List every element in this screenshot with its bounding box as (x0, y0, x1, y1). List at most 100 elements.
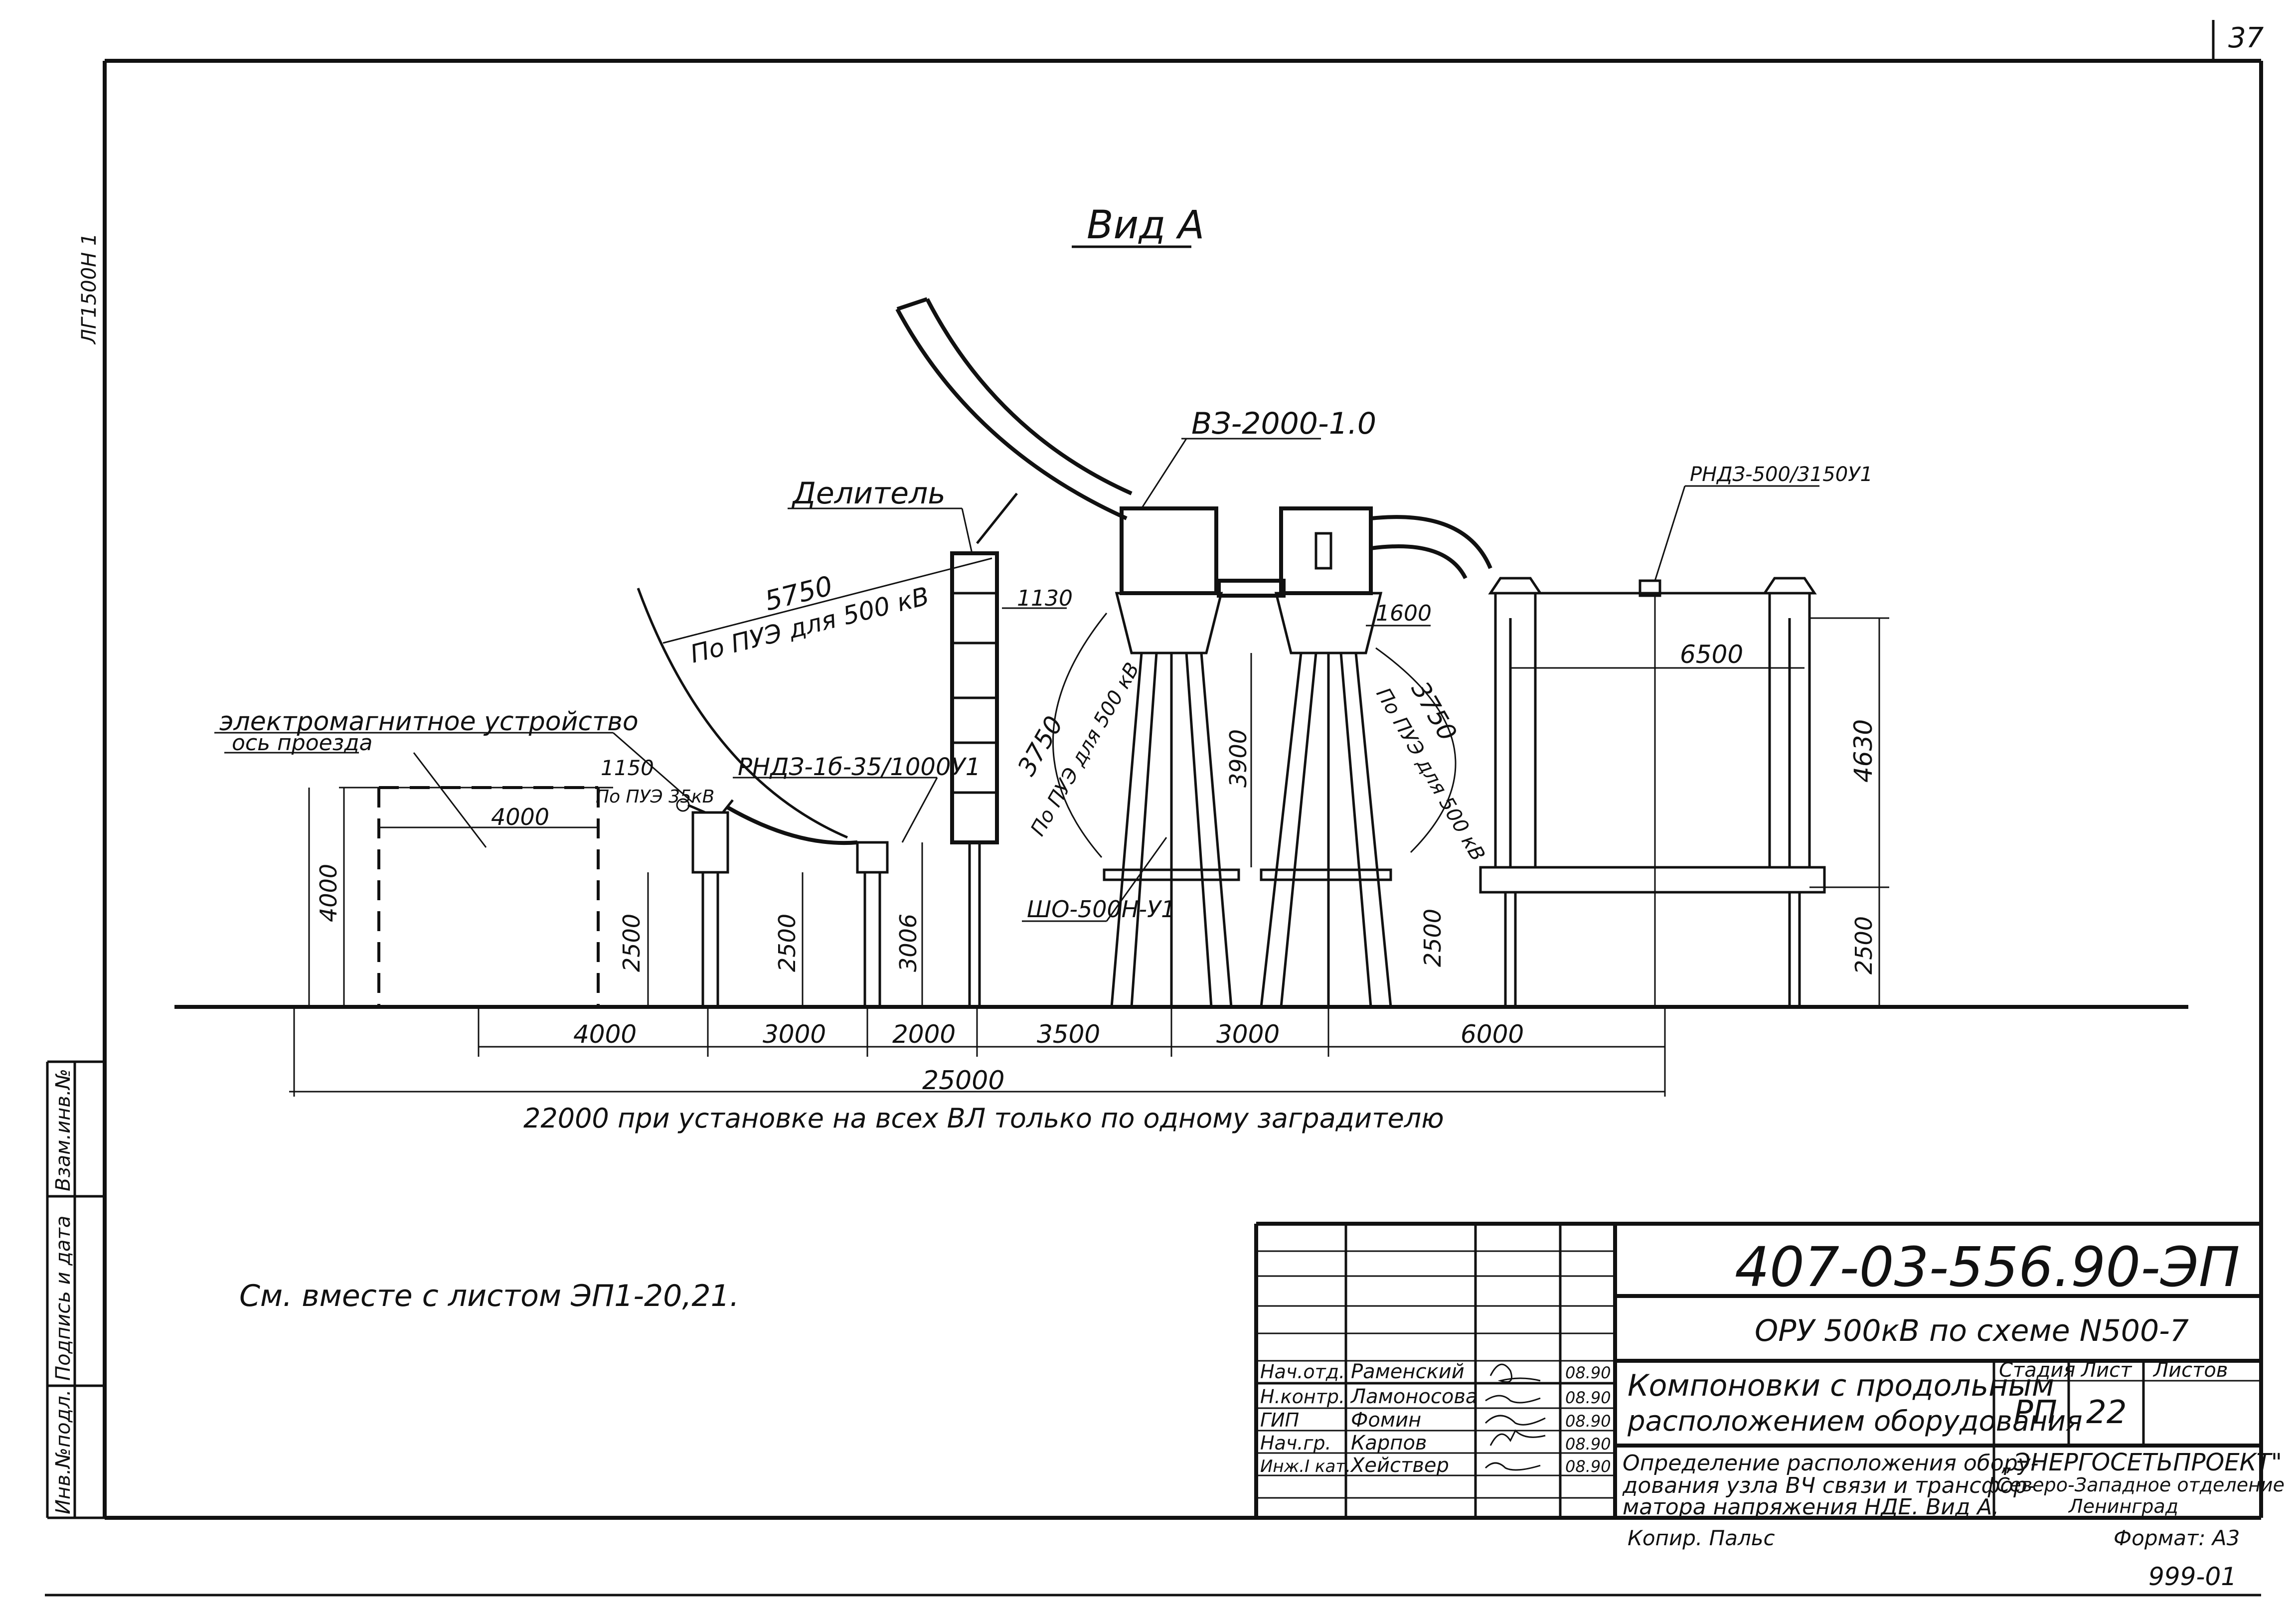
dim-total-note: 22000 при установке на всех ВЛ только по… (523, 1103, 1444, 1134)
shunt-leader (1106, 837, 1167, 922)
disconnector-500-leader (1654, 486, 1686, 581)
page-number: 37 (2228, 22, 2264, 54)
clearance-radius-5750 (662, 557, 992, 644)
divider-leader (961, 508, 973, 554)
incoming-line-outer (895, 308, 1128, 520)
top-left-mark: ЛГ1500Н 1 (78, 233, 101, 345)
dim-bottom-2000: 2000 (892, 1020, 956, 1049)
stamp-cell-signature: Подпись и дата (52, 1216, 75, 1381)
doc-code: 407-03-556.90-ЭП (1735, 1235, 2240, 1299)
cross-reference-note: См. вместе с листом ЭП1-20,21. (239, 1279, 739, 1313)
signer-role-3: ГИП (1260, 1409, 1299, 1431)
dim-total: 25000 (922, 1066, 1004, 1096)
signer-date-1: 08.90 (1565, 1363, 1611, 1382)
signer-date-3: 08.90 (1565, 1412, 1611, 1431)
copied-by: Копир. Пальс (1628, 1526, 1775, 1550)
em-device-label: электромагнитное устройство (219, 707, 639, 737)
signer-name-3: Фомин (1351, 1409, 1421, 1432)
wire-trap-to-cvt-2 (1370, 544, 1468, 579)
dim-4000-h: 4000 (491, 804, 549, 830)
road-axis-label: ось проезда (232, 730, 373, 756)
dim-2500-a: 2500 (618, 914, 645, 972)
signer-name-2: Ламоносова (1350, 1385, 1477, 1408)
stage-header: Стадия (1999, 1359, 2075, 1382)
disconnector-35-leader (901, 777, 938, 843)
dim-3900: 3900 (1225, 729, 1252, 788)
em-device (676, 798, 734, 1008)
signer-date-4: 08.90 (1565, 1435, 1611, 1454)
handwritten-signatures (1484, 1363, 1546, 1471)
sheet-title-line2: дования узла ВЧ связи и трансфор- (1622, 1473, 2035, 1498)
hf-trap-2 (1260, 506, 1392, 1007)
shunt-label: ШО-500Н-У1 (1027, 896, 1175, 923)
title-block-grid (1254, 1222, 2261, 1518)
format-label: Формат: А3 (2114, 1526, 2240, 1550)
pue-35-label: По ПУЭ 35кВ (596, 787, 714, 807)
org-line1: „ЭНЕРГОСЕТЬПРОЕКТ" (2001, 1449, 2282, 1476)
switch-vz-leader (1141, 438, 1187, 509)
trap-connector (1217, 579, 1286, 598)
clearance-arc-right (1375, 647, 1457, 853)
switch-vz-label: ВЗ-2000-1.0 (1191, 406, 1376, 441)
connection-wire-left (727, 806, 858, 845)
signer-role-1: Нач.отд. (1260, 1361, 1345, 1383)
signer-date-2: 08.90 (1565, 1388, 1611, 1407)
side-stamp (46, 1060, 105, 1519)
clearance-arc-500 (637, 588, 848, 839)
dim-6500: 6500 (1680, 640, 1743, 669)
signer-name-1: Раменский (1351, 1360, 1465, 1383)
road-axis-leader (413, 752, 487, 848)
bottom-code: 999-01 (2148, 1562, 2237, 1591)
dim-2500-c: 2500 (1419, 909, 1446, 967)
drawing-name-line1: Компоновки с продольным (1628, 1368, 2054, 1403)
incoming-line-inner (925, 298, 1133, 495)
signer-role-2: Н.контр. (1260, 1386, 1345, 1408)
road-axis (339, 786, 613, 1007)
view-title: Вид А (1087, 203, 1204, 248)
project-title: ОРУ 500кВ по схеме N500-7 (1755, 1313, 2189, 1348)
disconnector-35-label: РНДЗ-1б-35/1000У1 (738, 753, 981, 781)
disconnector-500kv (1479, 577, 1826, 1008)
sheet-title-line1: Определение расположения обору- (1623, 1451, 2039, 1476)
sheet-title-line3: матора напряжения НДЕ. Вид А. (1623, 1494, 1999, 1520)
dim-1130: 1130 (1017, 586, 1073, 611)
signer-name-5: Хействер (1350, 1454, 1449, 1477)
sheet-value: 22 (2086, 1394, 2127, 1431)
signer-date-5: 08.90 (1565, 1457, 1611, 1476)
org-line3: Ленинград (2068, 1495, 2178, 1517)
clearance-arc-left (1052, 613, 1108, 858)
divider-riser (976, 492, 1018, 544)
signer-name-4: Карпов (1351, 1432, 1427, 1455)
disconnector-35kv (856, 841, 889, 1008)
dim-3006: 3006 (895, 914, 922, 972)
sheet-frame (45, 20, 2263, 1597)
divider-label: Делитель (791, 476, 946, 511)
dim-4630: 4630 (1849, 719, 1878, 783)
divider-column (950, 551, 999, 1008)
dim-1600: 1600 (1376, 601, 1432, 626)
stamp-cell-inventory: Инв.№подл. (52, 1389, 75, 1514)
drawing-name-line2: расположением оборудования (1627, 1405, 2083, 1438)
em-device-leader (613, 732, 693, 804)
hf-trap-1 (1103, 506, 1240, 1007)
dim-2500-b: 2500 (774, 914, 801, 972)
org-line2: Северо-Западное отделение (1996, 1474, 2285, 1496)
dim-2500-d: 2500 (1850, 916, 1877, 974)
signer-role-5: Инж.I кат. (1260, 1457, 1351, 1476)
dim-4000-v: 4000 (315, 864, 342, 922)
dim-bottom-4000: 4000 (573, 1020, 637, 1049)
sheet-header: Лист (2080, 1359, 2132, 1382)
stage-value: РП (2014, 1394, 2057, 1431)
wire-trap-to-cvt-1 (1370, 515, 1492, 569)
signer-role-4: Нач.гр. (1260, 1432, 1331, 1454)
disconnector-500-label: РНДЗ-500/3150У1 (1690, 463, 1873, 486)
bottom-dimension-chain (289, 1007, 1666, 1097)
dim-bottom-3500: 3500 (1037, 1020, 1100, 1049)
sheets-header: Листов (2152, 1359, 2228, 1382)
stamp-cell-replaced: Взам.инв.№ (52, 1069, 75, 1191)
dim-1150: 1150 (601, 756, 654, 780)
dim-bottom-6000: 6000 (1461, 1020, 1524, 1049)
dim-bottom-3000-b: 3000 (1216, 1020, 1280, 1049)
dim-bottom-3000-a: 3000 (763, 1020, 826, 1049)
